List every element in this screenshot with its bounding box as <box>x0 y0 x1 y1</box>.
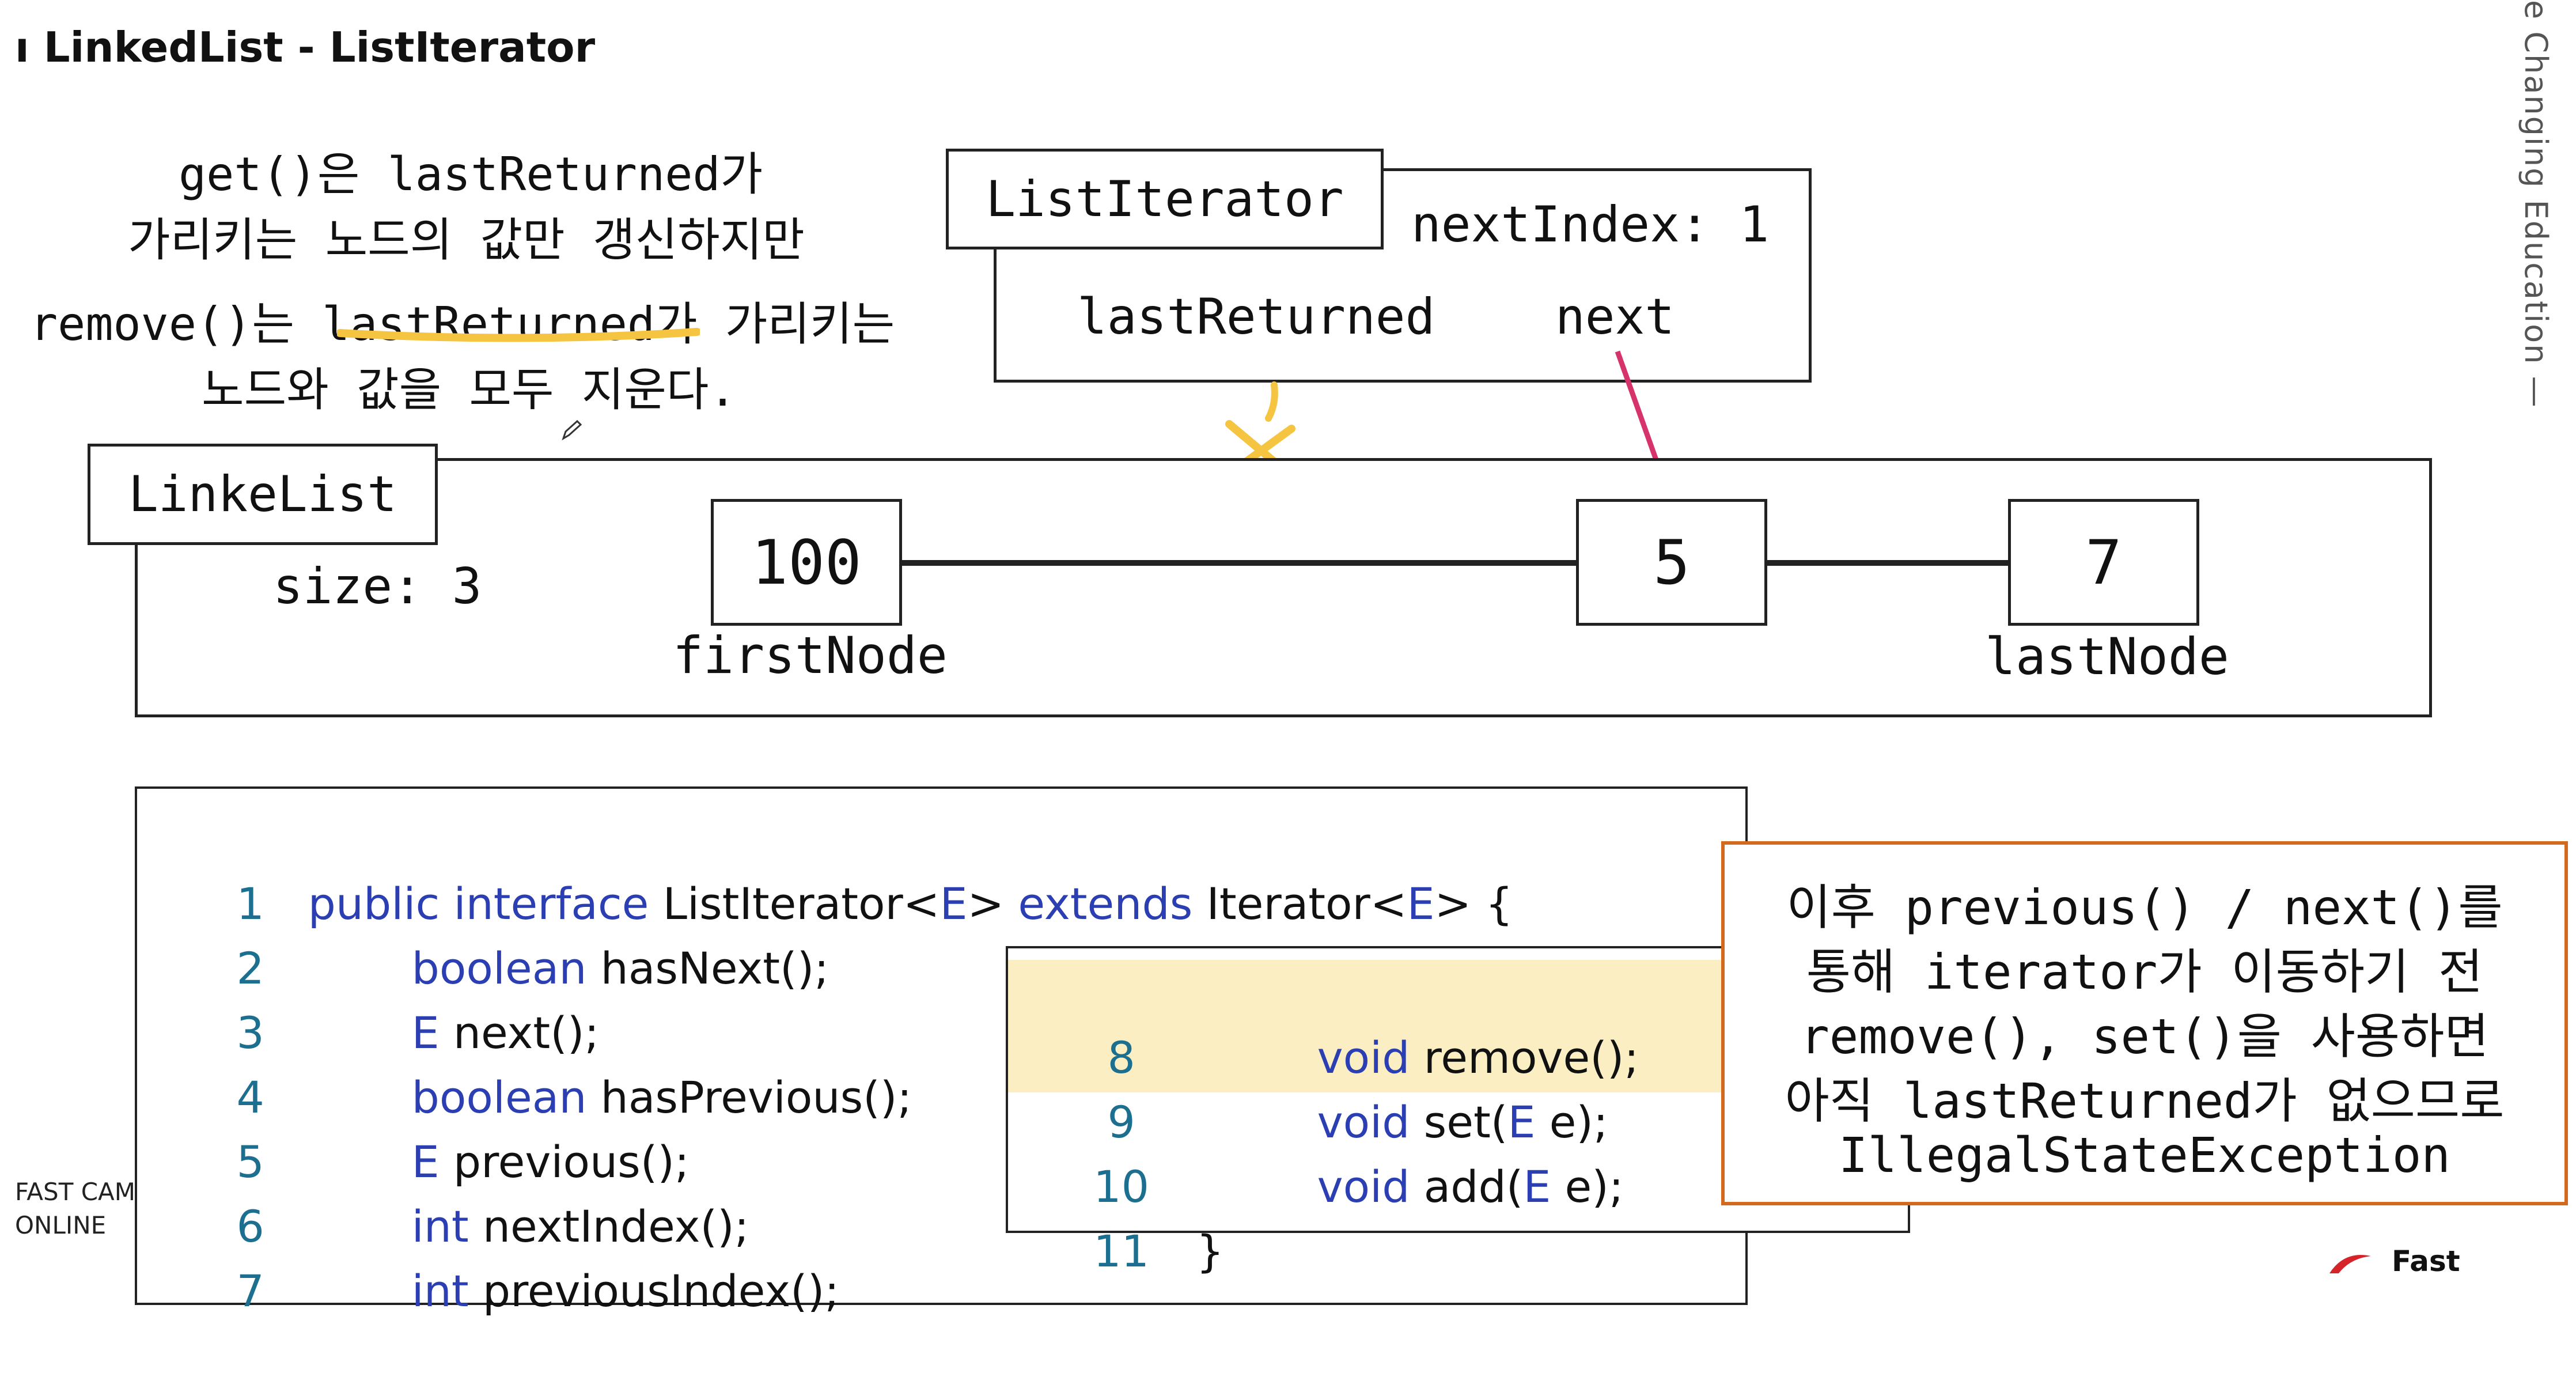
code-text: } <box>1196 1226 1224 1277</box>
watermark: FAST CAM ONLINE <box>15 1175 135 1242</box>
code-text: Iterator< <box>1192 878 1407 929</box>
list-size: size: 3 <box>273 558 482 615</box>
code-text: e); <box>1551 1161 1624 1212</box>
code-line: 5 E previous(); <box>137 1065 689 1187</box>
code-text: previousIndex(); <box>468 1265 839 1317</box>
note-line-1: get()은 lastReturned가 <box>179 148 763 201</box>
callout-line-2: 통해 iterator가 이동하기 전 <box>1806 944 2483 1000</box>
callout-line-1: 이후 previous() / next()를 <box>1786 879 2503 936</box>
node-first: 100 <box>711 499 902 626</box>
code-type: E <box>940 878 968 929</box>
pencil-icon <box>562 419 582 441</box>
line-number: 11 <box>1093 1226 1149 1277</box>
line-number: 8 <box>1107 1032 1135 1083</box>
slide-title: ı LinkedList - ListIterator <box>15 23 596 71</box>
line-number: 6 <box>236 1201 264 1252</box>
code-keyword: E <box>411 1136 440 1187</box>
next-field: next <box>1555 288 1675 346</box>
linkedlist-label-text: LinkeList <box>128 466 397 523</box>
code-keyword: boolean <box>411 1072 587 1123</box>
code-line: 8 void remove(); <box>1008 961 1639 1083</box>
callout-line-5: IllegalStateException <box>1838 1127 2451 1183</box>
highlight-underline <box>337 328 700 342</box>
code-text: > { <box>1434 878 1513 929</box>
line-number: 7 <box>236 1265 264 1317</box>
code-text: e); <box>1535 1096 1608 1148</box>
fast-logo: Fast <box>2327 1245 2500 1278</box>
code-text: previous(); <box>439 1136 690 1187</box>
note-line-4: 노드와 값을 모두 지운다. <box>202 363 737 417</box>
line-number: 10 <box>1093 1161 1149 1212</box>
code-line: 3 E next(); <box>137 936 599 1058</box>
code-text: ListIterator< <box>649 878 940 929</box>
node-last: 7 <box>2008 499 2199 626</box>
code-type: E <box>1523 1161 1551 1212</box>
callout-box: 이후 previous() / next()를 통해 iterator가 이동하… <box>1721 841 2568 1205</box>
watermark-line-1: FAST CAM <box>15 1178 135 1206</box>
iterator-label-text: ListIterator <box>986 170 1344 228</box>
watermark-line-2: ONLINE <box>15 1211 107 1239</box>
node-middle: 5 <box>1576 499 1767 626</box>
node-link-line <box>1764 560 2011 566</box>
code-keyword: void <box>1317 1096 1410 1148</box>
code-text: nextIndex(); <box>468 1201 749 1252</box>
code-text: hasPrevious(); <box>586 1072 912 1123</box>
code-type: E <box>1407 878 1435 929</box>
code-line: 9 void set(E e); <box>1008 1026 1608 1148</box>
line-number: 5 <box>236 1136 264 1187</box>
logo-swoosh-icon <box>2329 1255 2371 1273</box>
line-number: 1 <box>236 878 264 929</box>
line-number: 4 <box>236 1072 264 1123</box>
logo-text: Fast <box>2392 1245 2460 1278</box>
code-keyword: int <box>411 1265 469 1317</box>
node-value: 5 <box>1653 527 1690 598</box>
code-keyword: boolean <box>411 943 587 994</box>
line-number: 2 <box>236 943 264 994</box>
first-node-caption: firstNode <box>673 626 948 685</box>
code-text: add( <box>1410 1161 1524 1212</box>
note-line-2: 가리키는 노드의 값만 갱신하지만 <box>128 213 805 267</box>
side-brand: e Changing Education — <box>2511 0 2563 438</box>
callout-line-3: remove(), set()을 사용하면 <box>1800 1008 2489 1065</box>
code-keyword: int <box>411 1201 469 1252</box>
callout-line-4: 아직 lastReturned가 없으므로 <box>1785 1073 2505 1129</box>
line-number: 9 <box>1107 1096 1135 1148</box>
node-link-line <box>900 560 1578 566</box>
last-returned-field: lastReturned <box>1077 288 1435 346</box>
code-keyword: public interface <box>308 878 649 929</box>
code-line: 2 boolean hasNext(); <box>137 872 829 994</box>
code-line: 4 boolean hasPrevious(); <box>137 1001 912 1123</box>
code-text: > <box>967 878 1018 929</box>
next-index-field: nextIndex: 1 <box>1411 196 1770 254</box>
iterator-label: ListIterator <box>946 149 1384 249</box>
code-text: hasNext(); <box>586 943 829 994</box>
code-keyword: void <box>1317 1161 1410 1212</box>
code-keyword: void <box>1317 1032 1410 1083</box>
code-line: 7 int previousIndex(); <box>137 1194 839 1317</box>
line-number: 3 <box>236 1007 264 1058</box>
code-keyword: extends <box>1018 878 1193 929</box>
side-brand-text: e Changing Education — <box>2518 0 2554 409</box>
node-value: 7 <box>2085 527 2122 598</box>
code-line: 6 int nextIndex(); <box>137 1130 749 1252</box>
last-node-caption: lastNode <box>1985 627 2229 686</box>
code-text: next(); <box>439 1007 600 1058</box>
code-line: 11} <box>1008 1155 1224 1277</box>
code-text: remove(); <box>1410 1032 1639 1083</box>
node-value: 100 <box>751 527 862 598</box>
linkedlist-label: LinkeList <box>88 444 438 545</box>
code-type: E <box>1507 1096 1536 1148</box>
code-text: set( <box>1410 1096 1508 1148</box>
note-line-3: remove()는 lastReturned가 가리키는 <box>30 297 895 351</box>
code-keyword: E <box>411 1007 440 1058</box>
